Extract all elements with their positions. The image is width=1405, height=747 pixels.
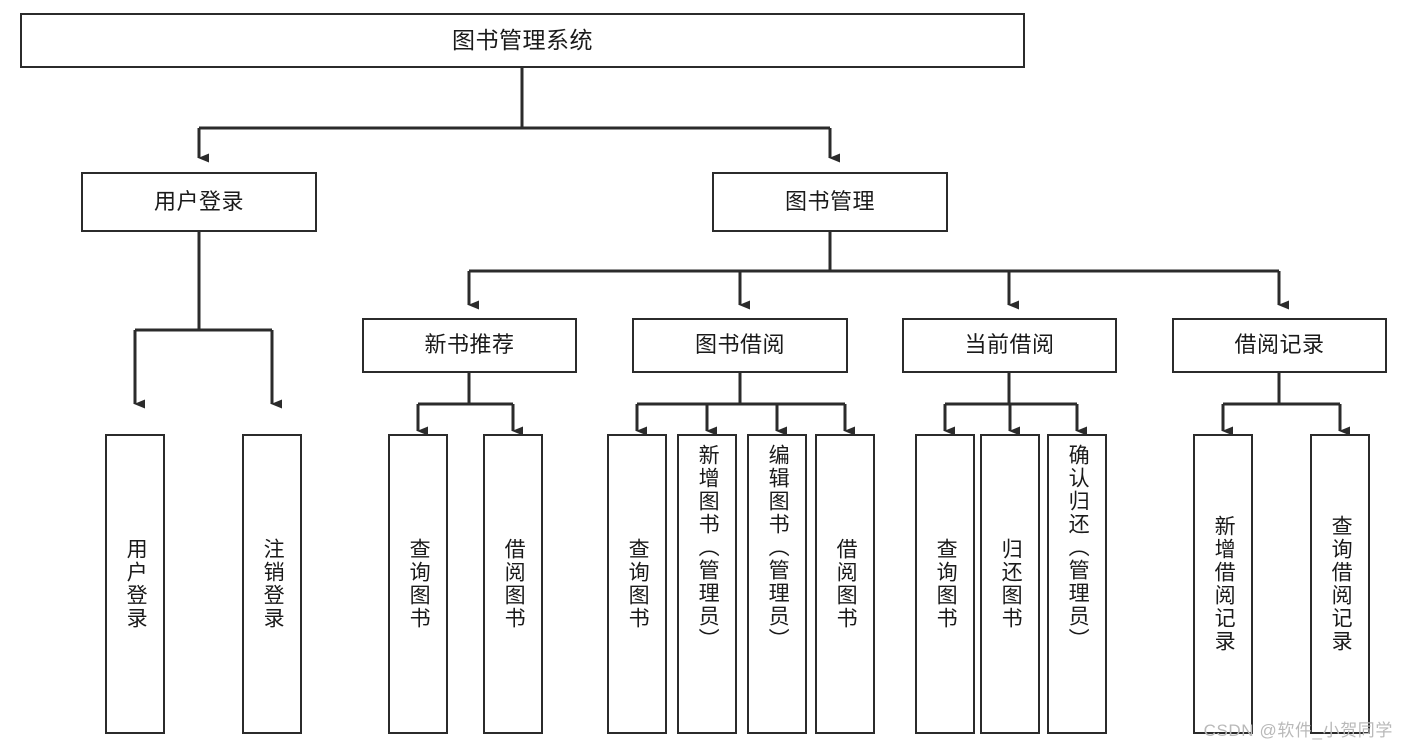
node-label: 确认归还（管理员）: [1066, 444, 1090, 651]
leaf-add-book-admin[interactable]: 新增图书（管理员）: [677, 434, 737, 734]
node-label: 借阅记录: [1234, 332, 1325, 358]
leaf-return-book[interactable]: 归还图书: [980, 434, 1040, 734]
leaf-query-book-new[interactable]: 查询图书: [388, 434, 448, 734]
node-label: 查询图书: [934, 538, 958, 630]
leaf-query-book-borrow[interactable]: 查询图书: [607, 434, 667, 734]
node-label: 图书管理系统: [452, 26, 593, 53]
node-label: 图书借阅: [694, 332, 785, 358]
node-label: 借阅图书: [834, 538, 858, 630]
node-current-borrow[interactable]: 当前借阅: [902, 318, 1117, 373]
node-label: 图书管理: [784, 188, 875, 214]
leaf-user-login[interactable]: 用户登录: [105, 434, 165, 734]
node-book-management[interactable]: 图书管理: [712, 172, 948, 232]
node-label: 查询图书: [407, 538, 431, 630]
node-label: 归还图书: [999, 538, 1023, 630]
node-book-borrow[interactable]: 图书借阅: [632, 318, 848, 373]
leaf-query-borrow-record[interactable]: 查询借阅记录: [1310, 434, 1370, 734]
node-label: 注销登录: [261, 538, 285, 630]
node-label: 借阅图书: [502, 538, 526, 630]
leaf-confirm-return-admin[interactable]: 确认归还（管理员）: [1047, 434, 1107, 734]
node-label: 查询借阅记录: [1329, 515, 1353, 653]
node-user-login[interactable]: 用户登录: [81, 172, 317, 232]
leaf-edit-book-admin[interactable]: 编辑图书（管理员）: [747, 434, 807, 734]
watermark-text: CSDN @软件_小贺同学: [1203, 721, 1393, 740]
node-root-system[interactable]: 图书管理系统: [20, 13, 1025, 68]
leaf-borrow-book-new[interactable]: 借阅图书: [483, 434, 543, 734]
node-borrow-record[interactable]: 借阅记录: [1172, 318, 1387, 373]
leaf-logout[interactable]: 注销登录: [242, 434, 302, 734]
node-label: 用户登录: [124, 538, 148, 630]
node-new-book-recommend[interactable]: 新书推荐: [362, 318, 577, 373]
node-label: 新书推荐: [424, 332, 515, 358]
node-label: 当前借阅: [964, 332, 1055, 358]
node-label: 新增借阅记录: [1212, 515, 1236, 653]
node-label: 编辑图书（管理员）: [766, 444, 790, 651]
node-label: 查询图书: [626, 538, 650, 630]
leaf-query-book-current[interactable]: 查询图书: [915, 434, 975, 734]
node-label: 用户登录: [153, 188, 244, 214]
node-label: 新增图书（管理员）: [696, 444, 720, 651]
leaf-borrow-book-borrow[interactable]: 借阅图书: [815, 434, 875, 734]
leaf-add-borrow-record[interactable]: 新增借阅记录: [1193, 434, 1253, 734]
